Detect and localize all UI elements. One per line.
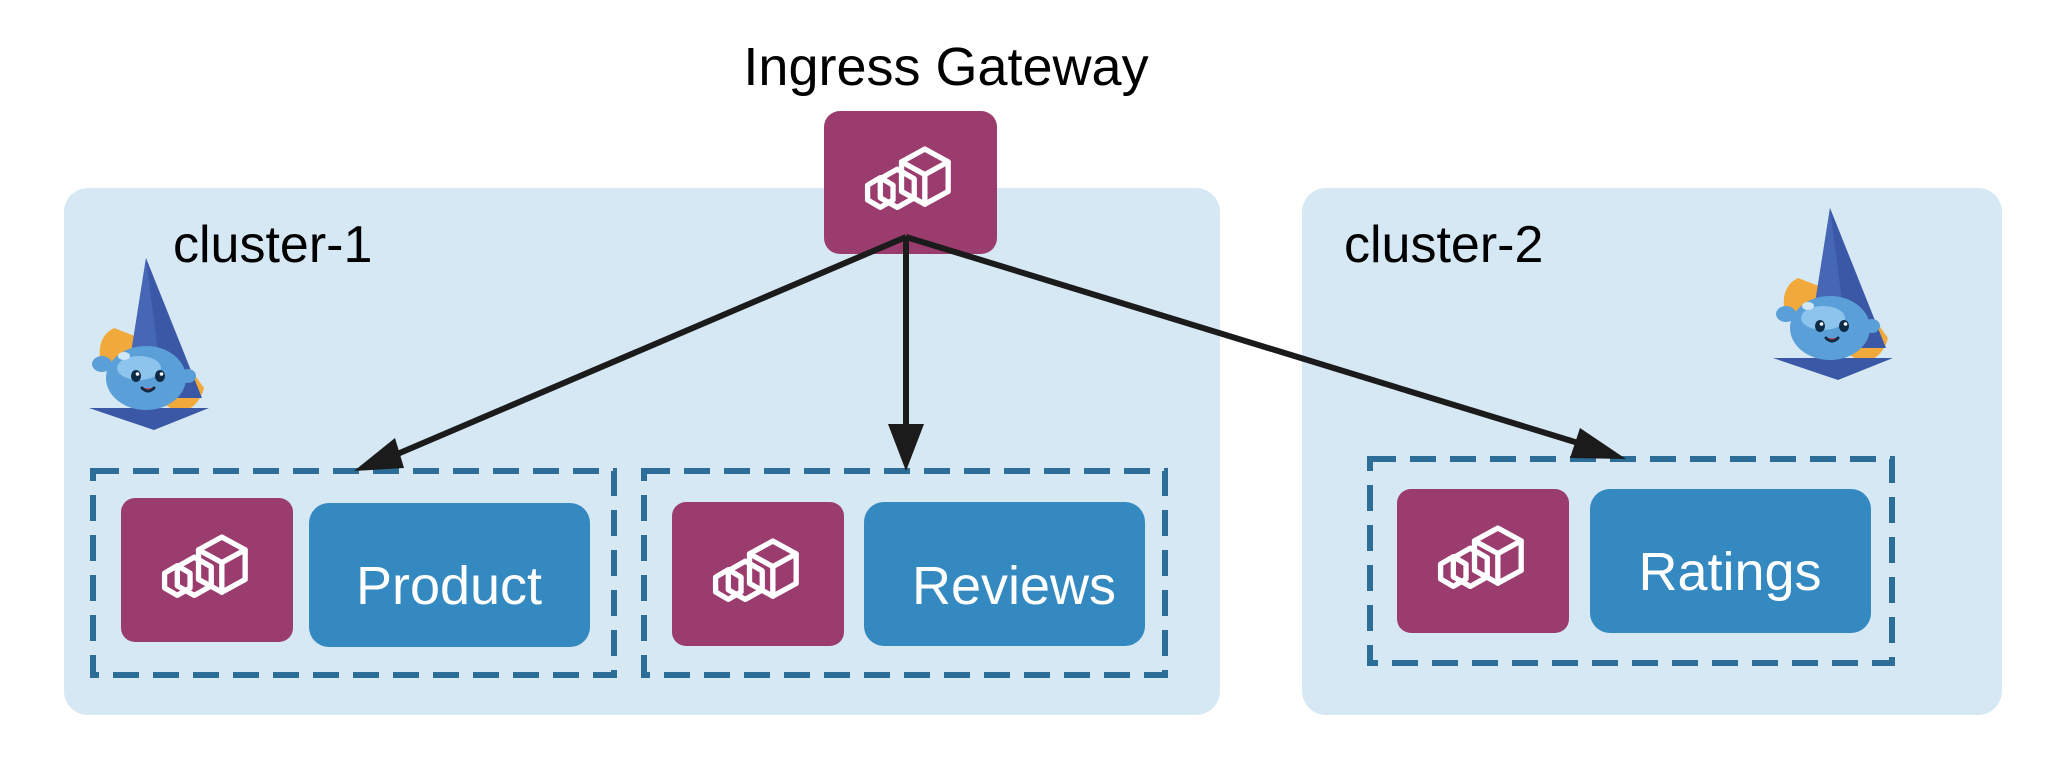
service-reviews-box: [864, 502, 1145, 646]
pod-ratings-boundary: [1367, 456, 1895, 666]
sidecar-proxy-ratings: [1397, 489, 1569, 633]
service-product-box: [309, 503, 590, 647]
service-ratings-box: [1590, 489, 1871, 633]
arrow-to-product: [386, 234, 908, 461]
service-reviews-label: Reviews: [912, 556, 1116, 616]
cluster-1-label: cluster-1: [173, 216, 372, 274]
gateway-label: Ingress Gateway: [743, 37, 1148, 97]
pod-reviews-boundary: [641, 468, 1168, 678]
arrow-to-product-head: [354, 438, 404, 471]
cluster-2-label: cluster-2: [1344, 216, 1543, 274]
pod-product-boundary: [90, 468, 617, 678]
service-ratings-label: Ratings: [1638, 542, 1821, 602]
arrows: [354, 234, 1626, 471]
ingress-gateway-box: [824, 111, 997, 254]
sidecar-proxy-product: [121, 498, 293, 642]
service-product-label: Product: [356, 556, 542, 616]
arrow-to-ratings-head: [1570, 428, 1626, 459]
sidecar-proxy-reviews: [672, 502, 844, 646]
arrow-to-reviews-head: [888, 424, 924, 471]
arrow-to-ratings: [905, 234, 1589, 449]
